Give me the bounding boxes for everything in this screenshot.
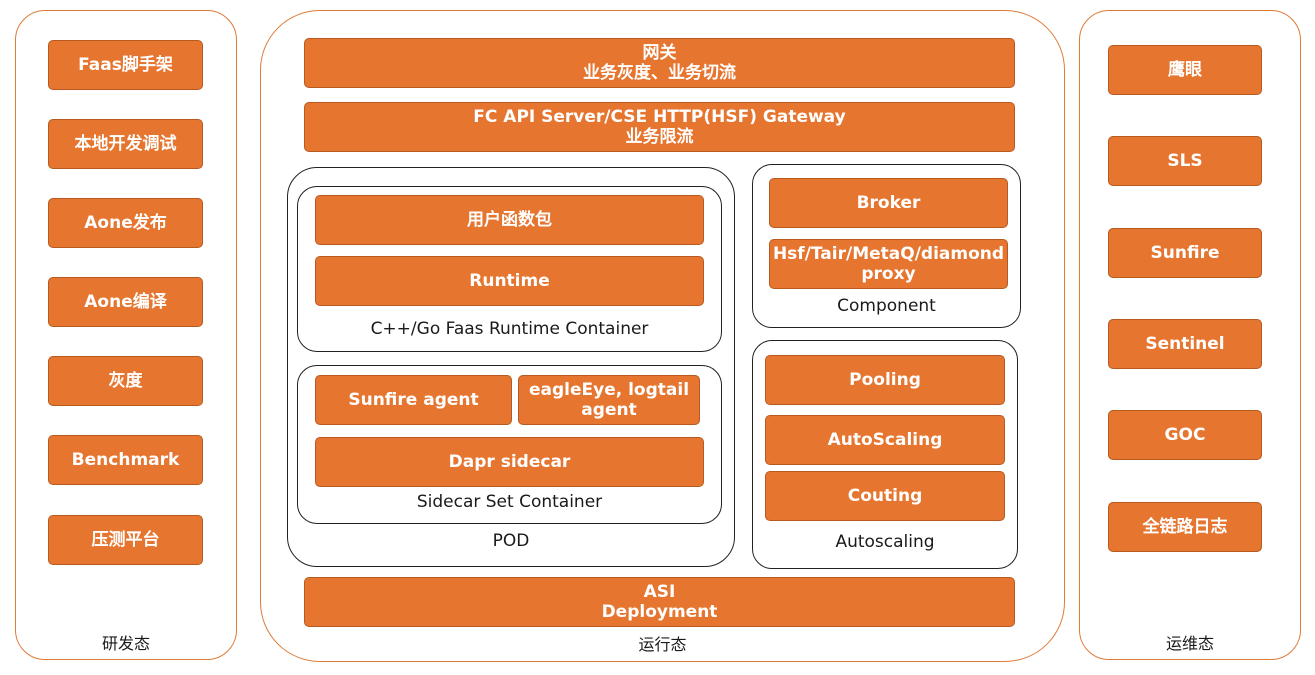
api-server-box[interactable]: FC API Server/CSE HTTP(HSF) Gateway 业务限流 [304,102,1015,152]
runtime-box[interactable]: Runtime [315,256,704,306]
sunfire-agent-box[interactable]: Sunfire agent [315,375,512,425]
eagleeye-logtail-agent-box[interactable]: eagleEye, logtail agent [518,375,700,425]
proxy-box[interactable]: Hsf/Tair/MetaQ/diamond proxy [769,239,1008,289]
gateway-subtitle: 业务灰度、业务切流 [583,63,736,83]
left-item-local-debug[interactable]: 本地开发调试 [48,119,203,169]
asi-subtitle: Deployment [601,602,718,622]
right-item-eagleeye[interactable]: 鹰眼 [1108,45,1262,95]
right-item-goc[interactable]: GOC [1108,410,1262,460]
component-label: Component [837,296,936,316]
ops-stage-label: 运维态 [1165,634,1214,653]
right-item-sentinel[interactable]: Sentinel [1108,319,1262,369]
left-item-stress-test[interactable]: 压测平台 [48,515,203,565]
runtime-stage-label: 运行态 [638,635,687,654]
pooling-box[interactable]: Pooling [765,355,1005,405]
left-item-gray-release[interactable]: 灰度 [48,356,203,406]
left-item-benchmark[interactable]: Benchmark [48,435,203,485]
sidecar-container-label: Sidecar Set Container [416,492,603,512]
couting-box[interactable]: Couting [765,471,1005,521]
broker-box[interactable]: Broker [769,178,1008,228]
left-item-aone-compile[interactable]: Aone编译 [48,277,203,327]
dev-stage-label: 研发态 [101,634,150,653]
dapr-sidecar-box[interactable]: Dapr sidecar [315,437,704,487]
right-item-sunfire[interactable]: Sunfire [1108,228,1262,278]
api-server-title: FC API Server/CSE HTTP(HSF) Gateway [473,107,846,127]
left-item-faas-scaffold[interactable]: Faas脚手架 [48,40,203,90]
proxy-line1: Hsf/Tair/MetaQ/diamond [772,244,1005,264]
right-item-sls[interactable]: SLS [1108,136,1262,186]
left-item-aone-release[interactable]: Aone发布 [48,198,203,248]
runtime-container-label: C++/Go Faas Runtime Container [370,319,649,339]
autoscaling-label: Autoscaling [835,532,935,552]
eagleeye-agent-line1: eagleEye, logtail [528,380,690,400]
gateway-title: 网关 [642,43,677,63]
autoscaling-box[interactable]: AutoScaling [765,415,1005,465]
eagleeye-agent-line2: agent [581,400,637,420]
user-function-package-box[interactable]: 用户函数包 [315,195,704,245]
api-server-subtitle: 业务限流 [625,127,694,147]
asi-deployment-box[interactable]: ASI Deployment [304,577,1015,627]
pod-label: POD [492,531,530,551]
gateway-box[interactable]: 网关 业务灰度、业务切流 [304,38,1015,88]
proxy-line2: proxy [861,264,916,284]
right-item-full-trace-log[interactable]: 全链路日志 [1108,502,1262,552]
asi-title: ASI [643,582,676,602]
